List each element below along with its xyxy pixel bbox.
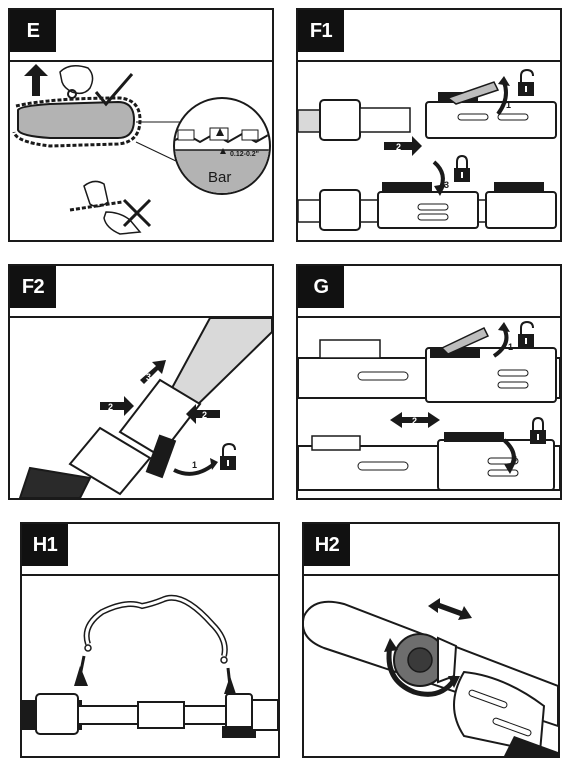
rotate-arrow-step-1: 1	[492, 322, 513, 358]
lock-open-icon	[518, 68, 534, 96]
panel-f2-tag: F2	[10, 266, 56, 308]
panel-h2-tag: H2	[304, 524, 350, 566]
svg-text:2: 2	[108, 402, 113, 412]
shoulder-strap	[83, 594, 228, 664]
svg-text:3: 3	[444, 180, 449, 190]
check-mark-icon	[94, 73, 134, 107]
gap-label: 0.12-0.2"	[230, 151, 259, 158]
svg-text:2: 2	[396, 142, 401, 152]
rotate-arrow-step-3: 3	[432, 160, 449, 196]
rotate-arrow-step-3: 3	[502, 438, 517, 474]
rotate-arrow-step-1: 1	[173, 458, 218, 476]
panel-h1-header: H1	[22, 524, 278, 576]
down-arrow-left	[74, 655, 88, 686]
pole-upper	[298, 81, 557, 141]
panel-e-tag: E	[10, 10, 56, 52]
hand-illustration-2	[69, 180, 142, 235]
arrow-step-2: 2	[384, 136, 422, 156]
panel-f2-illustration: 3 2 2 1	[18, 318, 272, 498]
panel-h1-illustration	[22, 594, 278, 738]
panel-g: G 1 2	[296, 264, 562, 500]
arrow-step-2b: 2	[186, 404, 220, 424]
panel-f1-tag: F1	[298, 10, 344, 52]
double-arrow-icon: 2	[390, 412, 440, 428]
panel-e-header: E	[10, 10, 272, 62]
pole-lower	[298, 182, 557, 231]
svg-text:3: 3	[146, 372, 151, 382]
panel-h1: H1	[20, 522, 280, 758]
rotate-arrow-step-1: 1	[496, 76, 511, 116]
pole-lower	[298, 432, 560, 491]
panel-g-illustration: 1 2 3	[298, 320, 560, 491]
panel-f1-illustration: 2 1 3	[298, 68, 557, 231]
pole-horizontal	[22, 693, 278, 738]
panel-h2-illustration	[304, 598, 558, 756]
panel-f2: F2 3 2 2 1	[8, 264, 274, 500]
magnifier-detail: 0.12-0.2" Bar	[135, 97, 271, 195]
rotate-arrow-icon	[384, 638, 460, 697]
arrow-step-2a: 2	[100, 396, 134, 416]
panel-g-tag: G	[298, 266, 344, 308]
panel-h1-tag: H1	[22, 524, 68, 566]
arrow-step-3: 3	[140, 360, 166, 384]
svg-text:3: 3	[512, 454, 517, 464]
svg-text:2: 2	[202, 410, 207, 420]
knob-illustration	[393, 633, 458, 687]
panel-h2: H2	[302, 522, 560, 758]
svg-text:1: 1	[508, 342, 513, 352]
up-arrow-icon	[24, 64, 48, 96]
panel-f1: F1 2 1	[296, 8, 562, 242]
cross-mark-icon	[122, 198, 152, 228]
chain-bar	[12, 96, 142, 148]
lock-open-icon	[518, 320, 534, 348]
svg-text:1: 1	[192, 460, 197, 470]
bar-label: Bar	[208, 169, 231, 186]
hand-illustration	[59, 65, 94, 99]
panel-e-illustration: 0.12-0.2" Bar	[12, 64, 271, 235]
lock-open-icon	[220, 442, 236, 470]
lock-closed-icon	[454, 154, 470, 182]
panel-h2-header: H2	[304, 524, 558, 576]
double-arrow-icon	[428, 598, 472, 620]
svg-text:2: 2	[412, 416, 417, 426]
pole-upper	[298, 327, 560, 403]
panel-f2-header: F2	[10, 266, 272, 318]
pole-diagonal	[18, 318, 272, 498]
panel-e: E	[8, 8, 274, 242]
down-arrow-right	[224, 667, 236, 694]
panel-f1-header: F1	[298, 10, 560, 62]
panel-g-header: G	[298, 266, 560, 318]
svg-text:1: 1	[506, 100, 511, 110]
lock-closed-icon	[530, 416, 546, 444]
